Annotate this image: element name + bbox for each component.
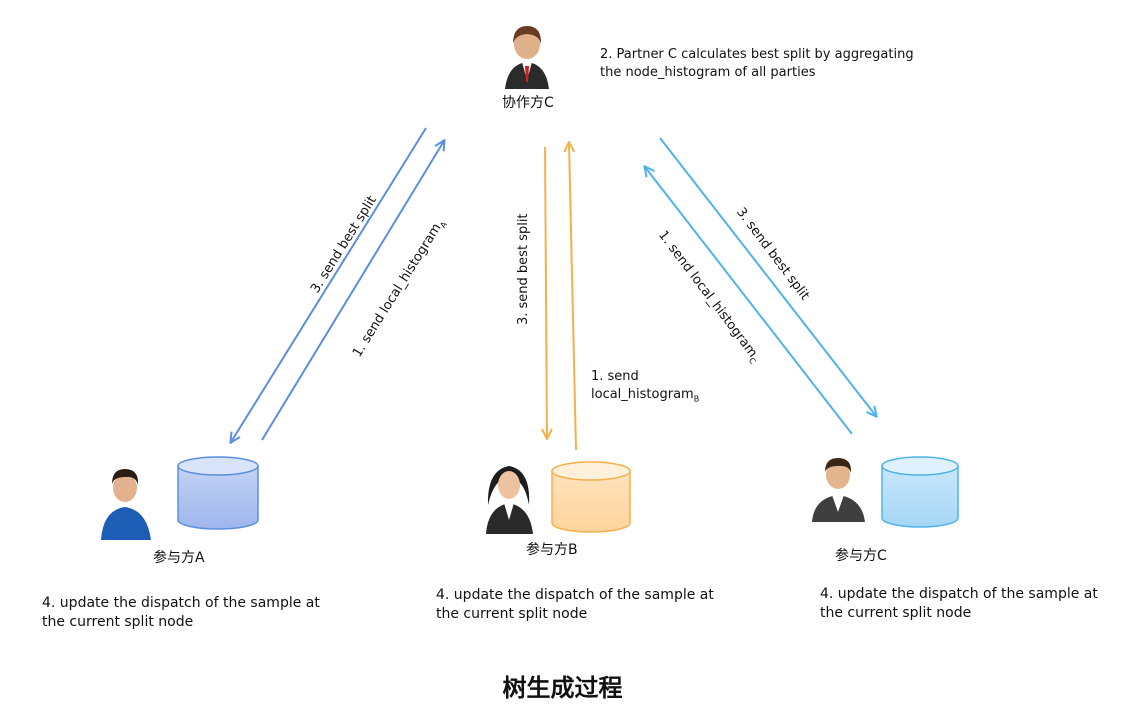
party-a-step-note: 4. update the dispatch of the sample at … xyxy=(42,594,320,632)
coordinator-note-line1: 2. Partner C calculates best split by ag… xyxy=(600,47,914,62)
party-c-step-line1: 4. update the dispatch of the sample at xyxy=(820,586,1098,602)
party-b-step-line1: 4. update the dispatch of the sample at xyxy=(436,587,714,603)
party-b-label: 参与方B xyxy=(526,542,578,558)
party-c-step-line2: the current split node xyxy=(820,605,972,621)
edge-label-b-local-histogram-line2: local_histogramB xyxy=(591,386,699,409)
coordinator-label: 协作方C xyxy=(502,95,554,111)
arrow-c-send-local-histogram xyxy=(645,167,853,435)
party-c-step-note: 4. update the dispatch of the sample at … xyxy=(820,585,1098,623)
party-b-step-note: 4. update the dispatch of the sample at … xyxy=(436,586,714,624)
party-c-label: 参与方C xyxy=(835,548,887,564)
coordinator-note-line2: the node_histogram of all parties xyxy=(600,65,816,80)
arrow-a-send-local-histogram xyxy=(261,141,444,441)
party-b-database-icon xyxy=(551,461,631,533)
edge-label-b-local-histogram-line1: 1. send xyxy=(591,369,639,384)
arrow-b-send-local-histogram xyxy=(569,143,577,451)
arrow-a-send-best-split xyxy=(231,127,427,442)
edge-label-b-local-histogram: 1. send local_histogramB xyxy=(591,368,699,409)
party-a-database-icon xyxy=(177,456,259,530)
diagram-title: 树生成过程 xyxy=(502,674,623,702)
party-b-step-line2: the current split node xyxy=(436,606,588,622)
arrow-c-send-best-split xyxy=(659,137,876,416)
edge-label-b-best-split: 3. send best split xyxy=(516,213,531,325)
party-a-step-line1: 4. update the dispatch of the sample at xyxy=(42,595,320,611)
edge-label-b-local-histogram-text: local_histogram xyxy=(591,387,694,402)
party-b-person-icon xyxy=(486,466,533,534)
edge-label-b-subscript: B xyxy=(693,394,700,404)
arrow-b-send-best-split xyxy=(545,146,547,438)
party-a-step-line2: the current split node xyxy=(42,614,194,630)
coordinator-note: 2. Partner C calculates best split by ag… xyxy=(600,46,914,82)
coordinator-person-icon xyxy=(505,26,549,89)
party-c-person-icon xyxy=(812,458,865,522)
party-c-database-icon xyxy=(881,456,959,528)
party-a-label: 参与方A xyxy=(153,550,205,566)
party-a-person-icon xyxy=(101,469,151,540)
